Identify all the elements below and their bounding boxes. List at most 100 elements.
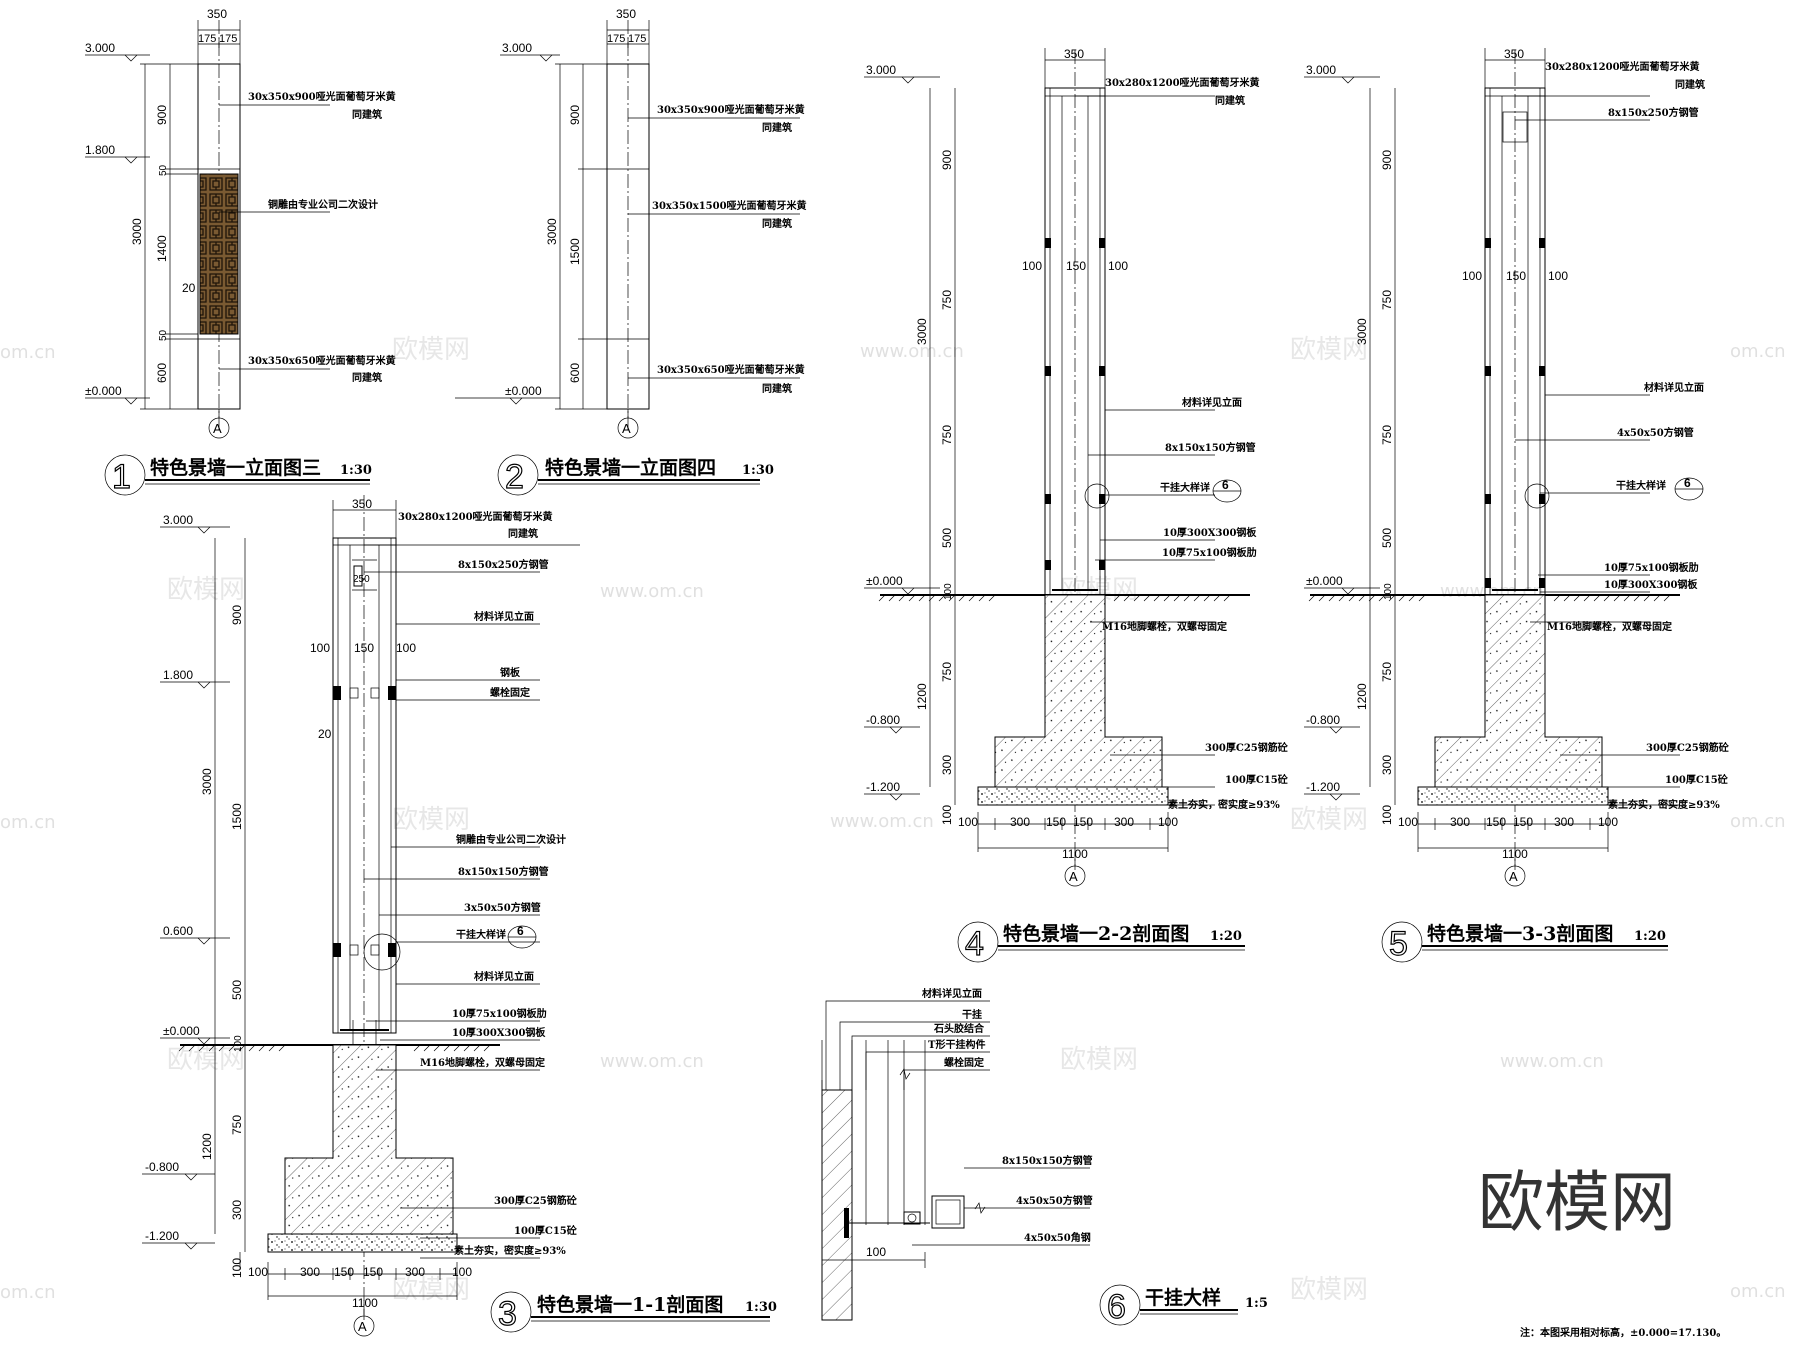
dim-text: 1100 [352, 1296, 378, 1310]
dim-text: 350 [207, 7, 227, 21]
svg-text:±0.000: ±0.000 [1306, 574, 1343, 588]
dim-text: 100 [1380, 805, 1394, 825]
note-stone: 30x350x900哑光面葡萄牙米黄 [248, 90, 396, 103]
svg-text:3.000: 3.000 [163, 513, 193, 527]
watermark-site: www.om.cn [860, 341, 964, 362]
watermark-site: om.cn [0, 812, 56, 833]
title-3: 3 特色景墙一1-1剖面图 1:30 [490, 1291, 777, 1334]
note-rib: 10厚75x100钢板肋 [1604, 561, 1699, 574]
note-stone: 30x350x900哑光面葡萄牙米黄 [657, 103, 805, 116]
dim-text: 350 [1504, 47, 1524, 61]
note-plate: 10厚300X300钢板 [452, 1026, 546, 1039]
level-mark: ±0.000 [455, 384, 560, 405]
copper-relief-panel [199, 173, 239, 335]
title-text: 特色景墙一2-2剖面图 [1003, 922, 1189, 945]
dim-text: 750 [940, 662, 954, 682]
note-samearch: 同建筑 [352, 371, 382, 384]
watermark-site: www.om.cn [600, 581, 704, 602]
svg-text:±0.000: ±0.000 [866, 574, 903, 588]
level-mark: -0.800 [1304, 713, 1360, 734]
detail-ref-number: 6 [1684, 476, 1691, 490]
dim-text: 1400 [155, 235, 169, 262]
dim-text: 3000 [545, 218, 559, 245]
note-rib: 10厚75x100钢板肋 [1162, 546, 1257, 559]
svg-text:±0.000: ±0.000 [163, 1024, 200, 1038]
note-anchor: M16地脚螺栓，双螺母固定 [420, 1056, 545, 1069]
svg-text:3.000: 3.000 [866, 63, 896, 77]
title-scale: 1:30 [745, 1300, 777, 1315]
svg-text:1.800: 1.800 [85, 143, 115, 157]
watermark-cn: 欧模网 [392, 805, 470, 835]
note-stone: 30x280x1200哑光面葡萄牙米黄 [1545, 60, 1700, 73]
level-mark: ±0.000 [864, 574, 940, 595]
dim-text: 500 [230, 980, 244, 1000]
dim-text: 150 [334, 1265, 354, 1279]
dim-text: 300 [1114, 815, 1134, 829]
clip-detail [1485, 238, 1545, 588]
title-4: 4 特色景墙一2-2剖面图 1:20 [957, 921, 1245, 964]
dim-text: 750 [230, 1115, 244, 1135]
axis-label: A [622, 421, 631, 436]
note-tube: 8x150x150方钢管 [1002, 1154, 1093, 1167]
drawing-6-detail: 100 材料详见立面 干挂 石头胶结合 T形干挂构件 螺栓固定 8x150x15… [821, 987, 1093, 1321]
svg-text:-0.800: -0.800 [145, 1160, 179, 1174]
title-scale: 1:30 [742, 463, 774, 478]
axis-marker [1504, 865, 1526, 887]
drawing-3-section: 350 [142, 495, 580, 1337]
note-c25: 300厚C25钢筋砼 [494, 1194, 577, 1207]
note-dryhang: 干挂 [962, 1008, 982, 1021]
drawing-5-section: 350 3.000 ±0.000 [1304, 47, 1729, 887]
note-bolt: 螺栓固定 [944, 1056, 984, 1069]
note-tube: 8x150x250方钢管 [1608, 106, 1699, 119]
dim-text: 300 [1450, 815, 1470, 829]
note-c25: 300厚C25钢筋砼 [1205, 741, 1288, 754]
level-mark: 1.800 [160, 668, 230, 689]
svg-text:3.000: 3.000 [85, 41, 115, 55]
dim-text: 100 [230, 1258, 244, 1278]
note-tube: 8x150x150方钢管 [1165, 441, 1256, 454]
note-samearch: 同建筑 [1215, 94, 1245, 107]
drawing-2-elevation: 350 175 175 3.000 ±0.000 3000 900 1500 6… [455, 7, 807, 439]
note-material: 材料详见立面 [474, 970, 534, 983]
title-5: 5 特色景墙一3-3剖面图 1:20 [1381, 921, 1668, 964]
note-c15: 100厚C15砼 [1665, 773, 1728, 786]
dim-text: 600 [155, 363, 169, 383]
dim-text: 100 [310, 641, 330, 655]
level-mark: ±0.000 [160, 1024, 230, 1045]
dim-text: 175 [607, 33, 625, 45]
level-mark: -0.800 [864, 713, 920, 734]
title-6: 6 干挂大样 1:5 [1099, 1284, 1268, 1327]
dim-text: 600 [568, 363, 582, 383]
note-stone: 30x280x1200哑光面葡萄牙米黄 [398, 510, 553, 523]
svg-text:3.000: 3.000 [502, 41, 532, 55]
dim-text: 175 [198, 33, 216, 45]
watermark-cn: 欧模网 [392, 1275, 470, 1305]
detail-callout-circle [363, 933, 401, 971]
note-soil: 素土夯实，密实度≥93% [1608, 798, 1720, 811]
note-steelplate: 钢板 [500, 666, 521, 679]
note-samearch: 同建筑 [1675, 78, 1705, 91]
watermark-site: om.cn [1730, 811, 1786, 832]
svg-text:-0.800: -0.800 [1306, 713, 1340, 727]
svg-text:1: 1 [112, 458, 131, 496]
dim-text: 350 [352, 497, 372, 511]
c15-base [267, 1233, 458, 1253]
title-text: 特色景墙一立面图四 [545, 456, 716, 479]
dim-text: 175 [628, 33, 646, 45]
svg-text:5: 5 [1389, 925, 1408, 963]
watermark-site: www.om.cn [600, 1051, 704, 1072]
dim-text: 20 [182, 281, 196, 295]
dim-text: 100 [1108, 259, 1128, 273]
note-material: 材料详见立面 [1182, 396, 1242, 409]
axis-label: A [1069, 869, 1078, 884]
level-mark: 1.800 [85, 143, 150, 164]
title-text: 特色景墙一3-3剖面图 [1427, 922, 1613, 945]
note-drydetail: 干挂大样详 [456, 928, 506, 941]
dim-text: 150 [354, 641, 374, 655]
dim-text: 100 [943, 583, 954, 600]
watermark-cn: 欧模网 [1060, 1045, 1138, 1075]
dim-text: 150 [363, 1265, 383, 1279]
detail-ref-number: 6 [1222, 478, 1229, 492]
dim-text: 3000 [200, 768, 214, 795]
note-tpiece: T形干挂构件 [928, 1038, 985, 1051]
